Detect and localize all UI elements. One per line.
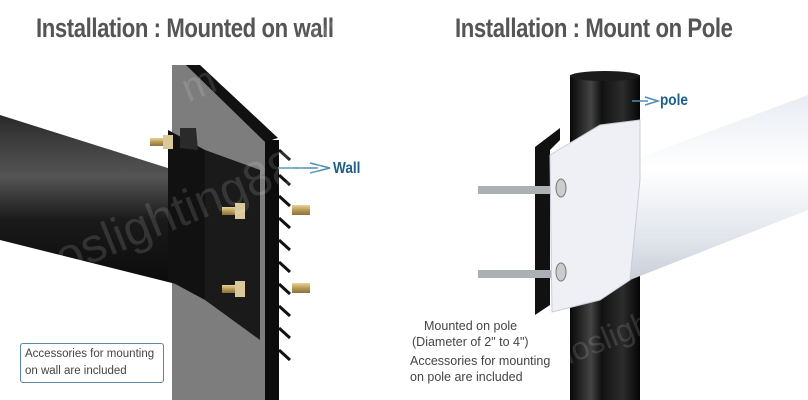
pole-callout-label: pole <box>660 92 688 109</box>
wall-bolts <box>150 135 310 297</box>
pole-note-accessories-2: on pole are included <box>410 370 523 384</box>
pole-note-mounted: Mounted on pole <box>424 319 518 333</box>
wall-callout-label: Wall <box>333 160 361 177</box>
pole-note-diameter: (Diameter of 2" to 4") <box>412 335 529 349</box>
wall-note-line-1: Accessories for mounting <box>25 348 155 360</box>
wall-installation-title: Installation : Mounted on wall <box>36 13 334 43</box>
wall-accessories-note: Accessories for mounting on wall are inc… <box>20 343 164 383</box>
wall-arrow-icon <box>278 162 331 174</box>
wall-note-line-2: on wall are included <box>25 365 127 377</box>
pole-arrow-icon <box>632 96 661 106</box>
pole-back-plate <box>535 128 560 315</box>
pole-note-accessories-1: Accessories for mounting <box>410 354 551 368</box>
pole-installation-title: Installation : Mount on Pole <box>455 13 733 43</box>
pole-arm <box>549 95 808 313</box>
wall-arm <box>0 115 260 340</box>
pole-bolts <box>478 186 558 278</box>
